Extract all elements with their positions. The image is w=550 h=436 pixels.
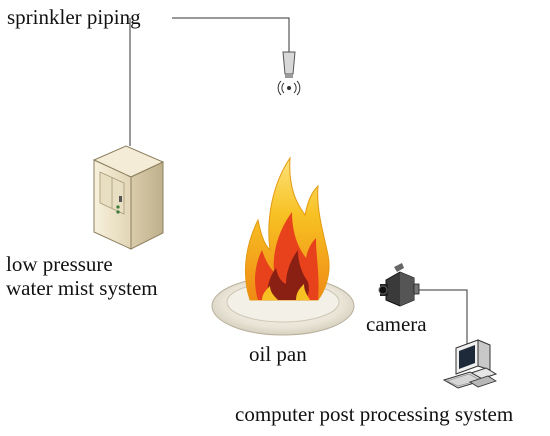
sprinkler-nozzle-icon (277, 51, 301, 96)
server-cabinet-icon (92, 145, 165, 250)
desktop-computer-icon (442, 339, 498, 389)
flame-icon (244, 156, 330, 301)
computer-label: computer post processing system (235, 402, 514, 426)
connector-lines (129, 17, 468, 346)
sprinkler-piping-label: sprinkler piping (7, 5, 141, 29)
pipe-top-line (172, 17, 290, 52)
camera-label: camera (366, 312, 427, 336)
oil-pan-label: oil pan (249, 342, 307, 366)
video-camera-icon (378, 263, 420, 307)
water-mist-system-label-line1: low pressure (6, 252, 113, 276)
water-mist-system-label-line2: water mist system (6, 276, 158, 301)
camera-to-computer-line (418, 289, 468, 346)
water-mist-system-label: low pressure water mist system (6, 252, 158, 300)
